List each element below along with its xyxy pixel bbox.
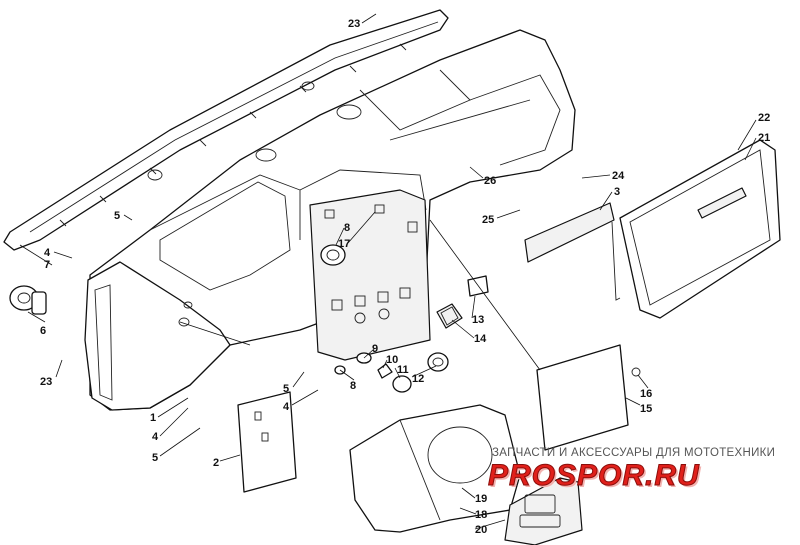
callout-25: 25 xyxy=(482,214,494,226)
glove-box-door xyxy=(611,139,781,319)
callout-9: 9 xyxy=(372,343,378,355)
callout-17: 17 xyxy=(338,238,350,250)
small-switches xyxy=(334,352,449,393)
upper-trim-strip xyxy=(3,9,449,251)
callout-7: 7 xyxy=(44,259,50,271)
ignition-switch xyxy=(9,285,47,315)
callout-12: 12 xyxy=(412,373,424,385)
center-switch-panel xyxy=(309,189,431,361)
callout-5-bottom: 5 xyxy=(152,452,158,464)
callout-8-mid: 8 xyxy=(350,380,356,392)
rotary-knob xyxy=(320,244,346,266)
callout-labels: 23 22 21 24 26 3 25 5 8 17 7 4 6 13 14 2… xyxy=(40,18,770,536)
lid-strip xyxy=(524,202,615,263)
callout-5-top: 5 xyxy=(114,210,120,222)
callout-4-left: 4 xyxy=(44,247,51,259)
callout-23-left: 23 xyxy=(40,376,52,388)
callout-8-top: 8 xyxy=(344,222,350,234)
callout-4-mid: 4 xyxy=(283,401,290,413)
callout-2: 2 xyxy=(213,457,219,469)
callout-15: 15 xyxy=(640,403,652,415)
callout-10: 10 xyxy=(386,354,398,366)
callout-24: 24 xyxy=(612,170,625,182)
callout-1: 1 xyxy=(150,412,156,424)
callout-21: 21 xyxy=(758,132,770,144)
callout-23-top: 23 xyxy=(348,18,360,30)
callout-6: 6 xyxy=(40,325,46,337)
callout-4-bottom: 4 xyxy=(152,431,159,443)
watermark-tagline: ЗАПЧАСТИ И АКСЕССУАРЫ ДЛЯ МОТОТЕХНИКИ xyxy=(492,447,776,459)
callout-22: 22 xyxy=(758,112,770,124)
watermark-logo: PROSPOR.RU xyxy=(488,459,700,493)
callout-19: 19 xyxy=(475,493,487,505)
callout-16: 16 xyxy=(640,388,652,400)
callout-18: 18 xyxy=(475,509,487,521)
gauge-cluster xyxy=(504,477,583,545)
callout-14: 14 xyxy=(474,333,487,345)
callout-11: 11 xyxy=(397,364,409,376)
callout-3: 3 xyxy=(614,186,620,198)
rear-plate xyxy=(536,344,641,451)
callout-20: 20 xyxy=(475,524,487,536)
leader-lines xyxy=(19,13,757,530)
callout-26: 26 xyxy=(484,175,496,187)
left-lower-panel xyxy=(84,261,231,411)
callout-13: 13 xyxy=(472,314,484,326)
callout-5-mid: 5 xyxy=(283,383,289,395)
lower-panel xyxy=(237,391,297,493)
